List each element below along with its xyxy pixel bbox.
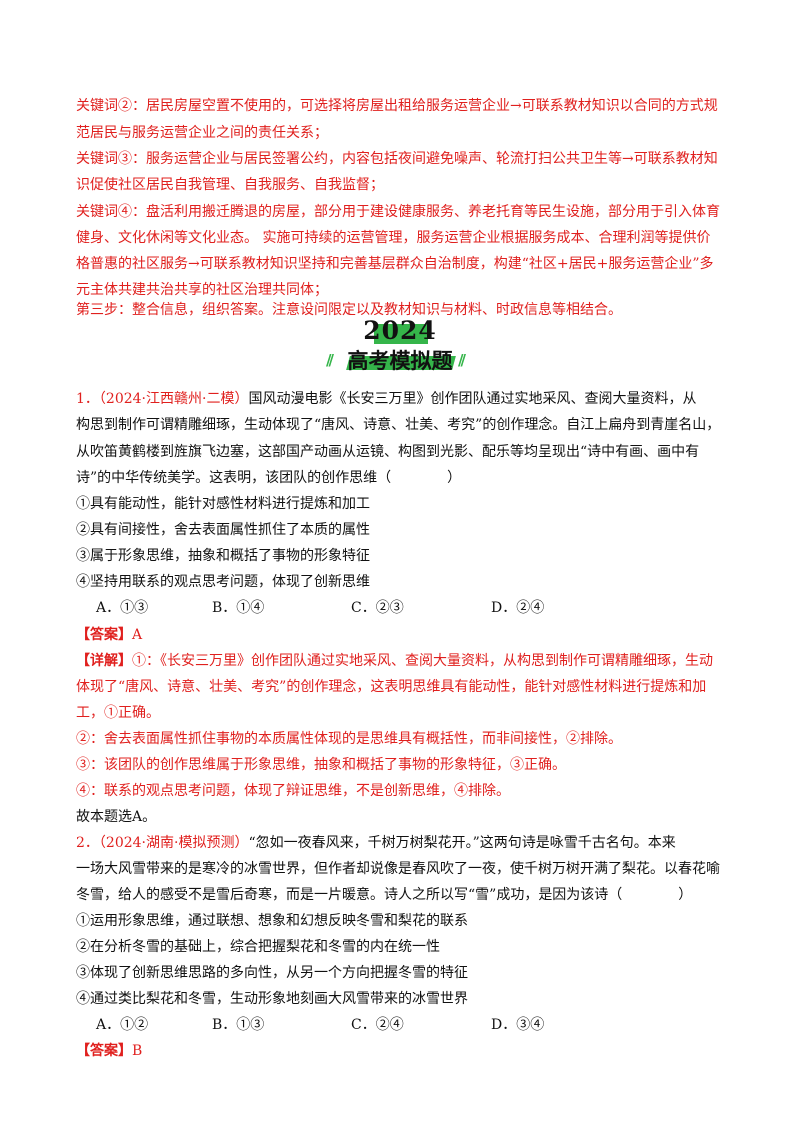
answer-options: A．①② B．①③ C．②④ D．③④ — [76, 1015, 596, 1035]
detail-text: ②：舍去表面属性抓住事物的本质属性体现的是思维具有概括性，而非间接性，②排除。 — [76, 731, 622, 747]
detail-text: 体现了“唐风、诗意、壮美、考究”的创作理念，这表明思维具有能动性，能针对感性材料… — [76, 679, 707, 695]
option-c: C．②④ — [351, 1017, 404, 1033]
year-highlight — [374, 324, 428, 344]
statement-item: ②在分析冬雪的基础上，综合把握梨花和冬雪的内在统一性 — [76, 939, 440, 955]
detail-text: ③：该团队的创作思维属于形象思维，抽象和概括了事物的形象特征，③正确。 — [76, 757, 566, 773]
question-stem: 诗”的中华传统美学。这表明，该团队的创作思维（ ） — [76, 470, 462, 486]
answer-label: 【答案】 — [76, 627, 132, 643]
conclusion-text: 故本题选A。 — [76, 809, 157, 825]
option-b: B．①③ — [212, 1017, 265, 1033]
answer-options: A．①③ B．①④ C．②③ D．②④ — [76, 598, 596, 618]
analysis-line: 元主体共建共治共享的社区治理共同体； — [76, 282, 328, 298]
detail-line: 【详解】①：《长安三万里》创作团队通过实地采风、查阅大量资料，从构思到制作可谓精… — [76, 651, 713, 671]
statement-item: ④通过类比梨花和冬雪，生动形象地刻画大风雪带来的冰雪世界 — [76, 991, 468, 1007]
answer-value: A — [132, 627, 143, 643]
question-stem: 一场大风雪带来的是寒冷的冰雪世界，但作者却说像是春风吹了一夜，使千树万树开满了梨… — [76, 861, 720, 877]
detail-text: ①：《长安三万里》创作团队通过实地采风、查阅大量资料，从构思到制作可谓精雕细琢，… — [132, 653, 713, 669]
section-title: 高考模拟题 — [347, 349, 453, 373]
section-year-banner: 2024 — [352, 316, 448, 346]
option-d: D．③④ — [491, 1017, 545, 1033]
analysis-line: 识促使社区居民自我管理、自我服务、自我监督； — [76, 177, 384, 193]
statement-item: ①运用形象思维，通过联想、想象和幻想反映冬雪和梨花的联系 — [76, 913, 468, 929]
statement-item: ④坚持用联系的观点思考问题，体现了创新思维 — [76, 574, 370, 590]
option-c: C．②③ — [351, 600, 404, 616]
question-stem: 国风动漫电影《长安三万里》创作团队通过实地采风、查阅大量资料，从 — [248, 391, 697, 407]
analysis-line: 关键词④：盘活利用搬迁腾退的房屋，部分用于建设健康服务、养老托育等民生设施，部分… — [76, 204, 720, 220]
analysis-line: 健身、文化休闲等文化业态。 实施可持续的运营管理，服务运营企业根据服务成本、合理… — [76, 230, 711, 246]
option-b: B．①④ — [212, 600, 265, 616]
analysis-line: 关键词②：居民房屋空置不使用的，可选择将房屋出租给服务运营企业→可联系教材知识以… — [76, 98, 718, 114]
question-stem: “忽如一夜春风来，千树万树梨花开。”这两句诗是咏雪千古名句。本来 — [248, 835, 676, 851]
question-stem: 冬雪，给人的感受不是雪后奇寒，而是一片暖意。诗人之所以写“雪”成功，是因为该诗（… — [76, 887, 693, 903]
answer-line: 【答案】B — [76, 1041, 142, 1061]
analysis-line: 范居民与服务运营企业之间的责任关系； — [76, 125, 328, 141]
section-year: 2024 — [363, 316, 437, 345]
answer-line: 【答案】A — [76, 625, 142, 645]
question-number: 2． — [76, 835, 99, 851]
option-a: A．①② — [96, 1017, 149, 1033]
detail-label: 【详解】 — [76, 653, 132, 669]
question-stem: 构思到制作可谓精雕细琢，生动体现了“唐风、诗意、壮美、考究”的创作理念。自江上扁… — [76, 417, 721, 433]
analysis-line: 第三步：整合信息，组织答案。注意设问限定以及教材知识与材料、时政信息等相结合。 — [76, 302, 622, 318]
detail-text: 工，①正确。 — [76, 705, 160, 721]
option-d: D．②④ — [491, 600, 545, 616]
question-stem: 从吹笛黄鹤楼到旌旗飞边塞，这部国产动画从运镜、构图到光影、配乐等均呈现出“诗中有… — [76, 444, 700, 460]
answer-label: 【答案】 — [76, 1043, 132, 1059]
option-a: A．①③ — [96, 600, 149, 616]
question-source: （2024·江西赣州·二模） — [98, 391, 249, 407]
statement-item: ③体现了创新思维思路的多向性，从另一个方向把握冬雪的特征 — [76, 965, 468, 981]
right-slash-decoration: // — [458, 351, 466, 369]
question-source: （2024·湖南·模拟预测） — [98, 835, 249, 851]
question-1-first-line: 1．（2024·江西赣州·二模）国风动漫电影《长安三万里》创作团队通过实地采风、… — [76, 389, 696, 409]
question-2-first-line: 2．（2024·湖南·模拟预测）“忽如一夜春风来，千树万树梨花开。”这两句诗是咏… — [76, 833, 676, 853]
answer-value: B — [132, 1043, 143, 1059]
question-number: 1． — [76, 391, 99, 407]
left-slash-decoration: // — [326, 351, 334, 369]
statement-item: ②具有间接性，舍去表面属性抓住了本质的属性 — [76, 522, 370, 538]
analysis-line: 关键词③：服务运营企业与居民签署公约，内容包括夜间避免噪声、轮流打扫公共卫生等→… — [76, 151, 718, 167]
statement-item: ③属于形象思维，抽象和概括了事物的形象特征 — [76, 548, 370, 564]
detail-text: ④：联系的观点思考问题，体现了辩证思维，不是创新思维，④排除。 — [76, 783, 510, 799]
section-title-banner: // 高考模拟题 // — [324, 347, 476, 375]
analysis-line: 格普惠的社区服务→可联系教材知识坚持和完善基层群众自治制度，构建“社区+居民+服… — [76, 256, 714, 272]
statement-item: ①具有能动性，能针对感性材料进行提炼和加工 — [76, 496, 370, 512]
